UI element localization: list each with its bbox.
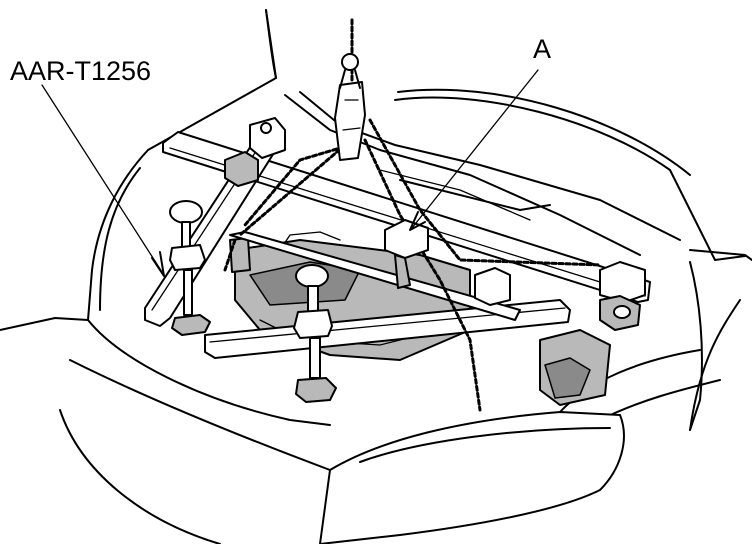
- right-bracket: [599, 261, 646, 331]
- top-left-bracket: [224, 117, 286, 187]
- callout-leaders: [41, 69, 539, 277]
- center-jack-screw: [293, 264, 337, 403]
- vehicle-body-outline: [0, 9, 752, 544]
- tool-callout-label: AAR-T1256: [10, 56, 152, 86]
- lifting-chains: [223, 18, 602, 412]
- part-a-callout-label: A: [533, 34, 552, 64]
- bracket-a: [384, 219, 511, 306]
- front-bumper: [319, 349, 701, 544]
- lifting-hook: [334, 53, 366, 161]
- cowl-wipers: [284, 91, 681, 256]
- left-jack-screw: [169, 200, 211, 336]
